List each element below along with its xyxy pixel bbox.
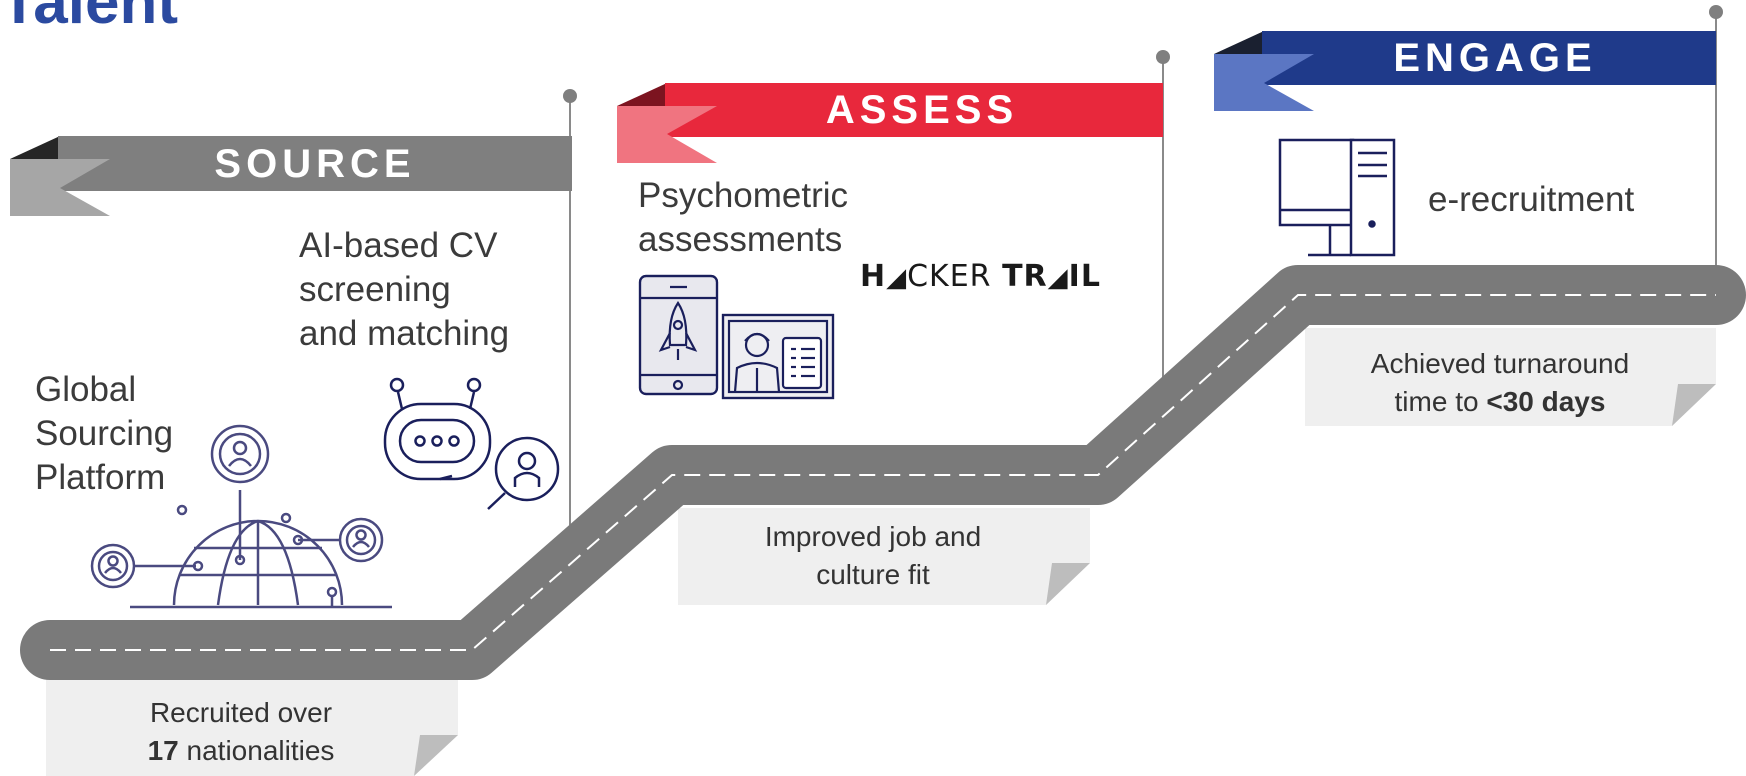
feature-line: Psychometric — [638, 176, 849, 215]
note-line: Achieved turnaround — [1370, 348, 1630, 379]
note-rest: nationalities — [178, 735, 335, 766]
outcome-text-engage: Achieved turnaround time to <30 days — [1305, 345, 1695, 421]
engage-banner — [1214, 31, 1716, 111]
mobile-assessment-icon — [638, 274, 835, 400]
feature-psychometric: Psychometric assessments — [638, 174, 848, 262]
road-path — [20, 265, 1746, 680]
stage-label-assess: ASSESS — [825, 88, 1019, 132]
feature-ai-cv-screening: AI-based CV screening and matching — [299, 224, 509, 356]
note-bold: 17 — [147, 735, 179, 766]
feature-e-recruitment: e-recruitment — [1428, 178, 1634, 222]
pole-pin-engage — [1709, 5, 1723, 19]
stage-label-source: SOURCE — [214, 142, 416, 186]
note-bold: <30 days — [1486, 386, 1606, 417]
feature-line: e-recruitment — [1428, 180, 1635, 219]
feature-line: Sourcing — [35, 414, 174, 453]
outcome-note-engage — [1305, 328, 1716, 426]
pole-pin-assess — [1156, 50, 1170, 64]
feature-line: Global — [35, 370, 137, 409]
note-line: Improved job and — [764, 521, 982, 552]
logo-part: H — [860, 259, 887, 294]
feature-line: screening — [299, 270, 451, 309]
note-line: 17 nationalities — [46, 732, 436, 770]
outcome-text-source: Recruited over 17 nationalities — [46, 694, 436, 770]
logo-triangle-icon: ◢ — [886, 263, 908, 293]
feature-line: Platform — [35, 458, 166, 497]
note-line: Recruited over — [149, 697, 333, 728]
logo-triangle-icon: ◢ — [1047, 263, 1069, 293]
feature-line: and matching — [299, 314, 510, 353]
outcome-note-source — [46, 675, 458, 776]
source-banner — [10, 136, 572, 216]
outcome-note-assess — [678, 508, 1090, 605]
outcome-text-assess: Improved job and culture fit — [678, 518, 1068, 594]
logo-part: TR — [1002, 259, 1048, 294]
logo-part: CKER — [907, 259, 1003, 294]
feature-line: AI-based CV — [299, 226, 498, 265]
assess-banner — [617, 83, 1163, 163]
hackertrail-logo: H◢CKER TR◢IL — [860, 259, 1101, 294]
globe-network-icon — [90, 424, 392, 609]
stage-label-engage: ENGAGE — [1393, 36, 1597, 80]
chatbot-icon — [383, 377, 560, 510]
feature-global-sourcing: Global Sourcing Platform — [35, 368, 173, 500]
note-rest: time to — [1394, 386, 1487, 417]
note-line: time to <30 days — [1305, 383, 1695, 421]
page-title: Talent — [0, 0, 178, 37]
pole-pin-source — [563, 89, 577, 103]
logo-part: IL — [1068, 259, 1101, 294]
feature-line: assessments — [638, 220, 843, 259]
desktop-computer-icon — [1278, 138, 1396, 257]
note-line: culture fit — [816, 559, 930, 590]
